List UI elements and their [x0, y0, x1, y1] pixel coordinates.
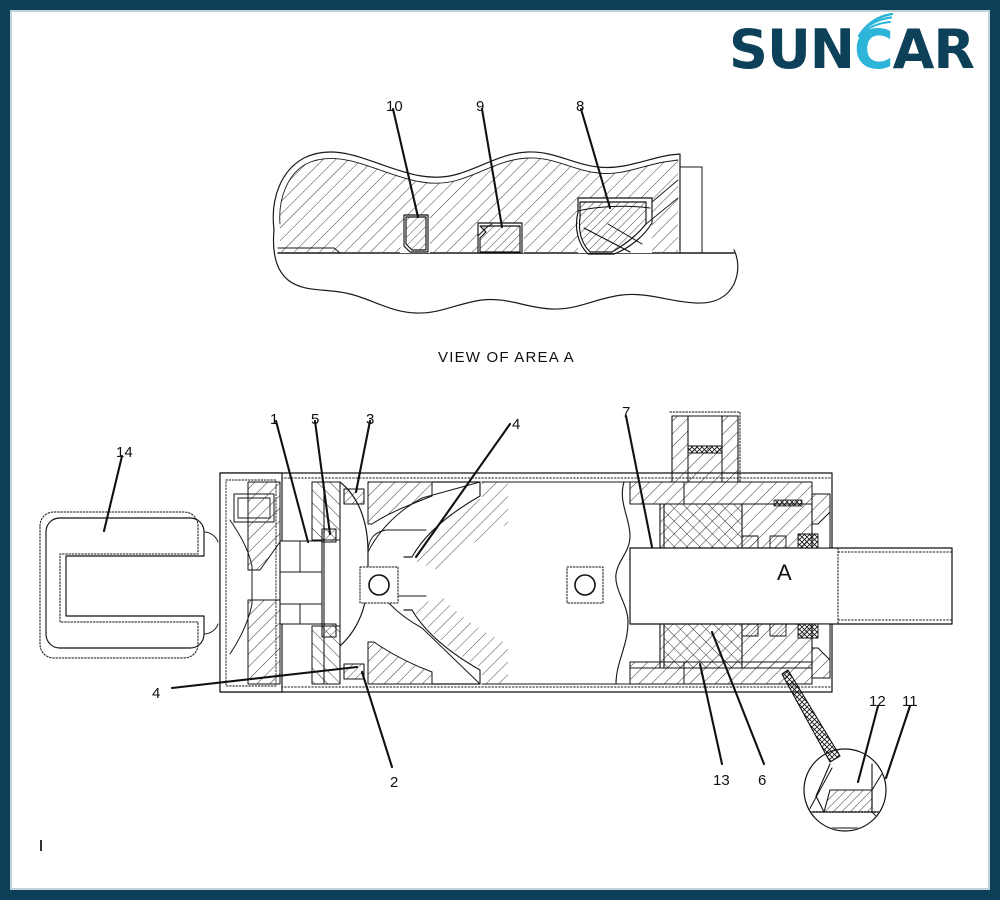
drawing-canvas: SUN C AR: [10, 10, 990, 890]
detail-view-area-a: [272, 107, 739, 314]
page-tick-mark: [40, 840, 42, 851]
detail-view-caption: VIEW OF AREA A: [438, 349, 575, 366]
port-boss-top: [669, 411, 741, 483]
main-cylinder-view: [39, 411, 953, 832]
detail-bubble-11-12: [781, 669, 887, 832]
logo-text-ar: AR: [892, 18, 975, 81]
gland-seals: [741, 499, 819, 639]
callout-label-2: 2: [390, 774, 399, 791]
logo-c-group: C: [854, 13, 894, 77]
seal-ring-5: [321, 528, 337, 638]
callout-label-13: 13: [713, 772, 730, 789]
seal-ring-10: [403, 214, 429, 253]
technical-drawing: [39, 107, 953, 832]
barrel-tube-lines: [481, 481, 631, 685]
grease-fitting-boss-left: [359, 566, 399, 604]
callout-label-5: 5: [311, 411, 320, 428]
section-marker-a: A: [777, 560, 792, 585]
callout-label-10: 10: [386, 98, 403, 115]
callout-label-9: 9: [476, 98, 485, 115]
callout-label-8: 8: [576, 98, 585, 115]
break-line: [615, 481, 631, 685]
callout-label-4-bottom: 4: [152, 685, 161, 702]
callout-label-7: 7: [622, 404, 631, 421]
suncar-logo: SUN C AR: [729, 13, 975, 82]
callout-label-6: 6: [758, 772, 767, 789]
rod-gland-assembly: [629, 411, 953, 685]
main-leader-lines: [102, 414, 912, 784]
callout-label-14: 14: [116, 444, 133, 461]
cylinder-cap-end: [219, 472, 283, 693]
seal-ring-9: [477, 222, 523, 254]
seal-ring-8: [575, 197, 653, 255]
callout-label-4-top: 4: [512, 416, 521, 433]
detail-leader-lines: [391, 107, 612, 229]
callout-label-12: 12: [869, 693, 886, 710]
callout-label-1: 1: [270, 411, 279, 428]
clevis-14: [39, 511, 219, 659]
signal-waves-icon: [857, 13, 893, 38]
logo-text-sun: SUN: [729, 18, 855, 81]
grease-fitting-boss-right: [566, 566, 604, 604]
callout-label-3: 3: [366, 411, 375, 428]
piston-body-1: [323, 481, 341, 685]
callout-label-11: 11: [902, 693, 918, 710]
